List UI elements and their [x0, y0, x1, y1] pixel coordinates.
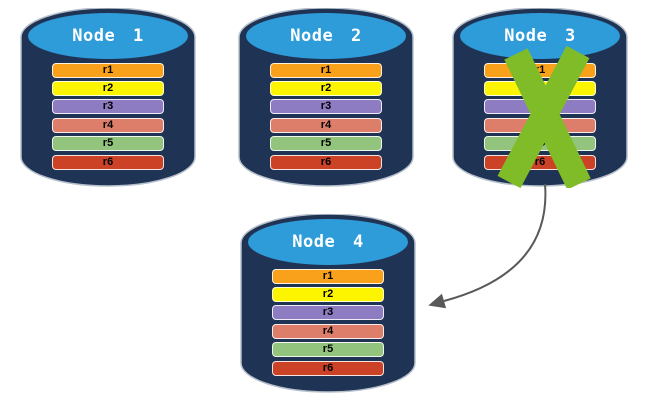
- replica-row-r6: r6: [52, 155, 164, 170]
- replica-row-r6: r6: [270, 155, 382, 170]
- replica-row-r5: r5: [484, 136, 596, 151]
- replica-row-r3: r3: [270, 99, 382, 114]
- replica-row-r4: r4: [52, 118, 164, 133]
- replica-row-r5: r5: [272, 342, 384, 357]
- replica-row-r4: r4: [270, 118, 382, 133]
- cylinder-top-face: [246, 13, 406, 59]
- replica-row-r3: r3: [484, 99, 596, 114]
- replica-row-r1: r1: [484, 63, 596, 78]
- node-title: Node 4: [292, 232, 364, 252]
- replica-row-r1: r1: [270, 63, 382, 78]
- node-4: Node 4 r1 r2 r3 r4 r5 r6: [240, 214, 416, 398]
- replica-row-r2: r2: [272, 287, 384, 302]
- replica-row-r1: r1: [52, 63, 164, 78]
- replica-row-r2: r2: [484, 81, 596, 96]
- node-title: Node 2: [290, 26, 362, 46]
- replica-row-r4: r4: [272, 324, 384, 339]
- arrowhead-icon: [428, 293, 447, 309]
- replica-row-r3: r3: [52, 99, 164, 114]
- node-2: Node 2 r1 r2 r3 r4 r5 r6: [238, 8, 414, 192]
- replica-row-r2: r2: [270, 81, 382, 96]
- replica-row-r5: r5: [270, 136, 382, 151]
- cylinder-top-face: [248, 219, 408, 265]
- replica-row-r6: r6: [484, 155, 596, 170]
- replica-row-r4: r4: [484, 118, 596, 133]
- replica-row-r2: r2: [52, 81, 164, 96]
- replica-row-r1: r1: [272, 269, 384, 284]
- node-title: Node 1: [72, 26, 144, 46]
- replica-row-r3: r3: [272, 305, 384, 320]
- cylinder-top-face: [28, 13, 188, 59]
- node-3: Node 3 r1 r2 r3 r4 r5 r6: [452, 8, 628, 192]
- replica-row-r6: r6: [272, 361, 384, 376]
- node-1: Node 1 r1 r2 r3 r4 r5 r6: [20, 8, 196, 192]
- node-title: Node 3: [504, 26, 576, 46]
- replica-row-r5: r5: [52, 136, 164, 151]
